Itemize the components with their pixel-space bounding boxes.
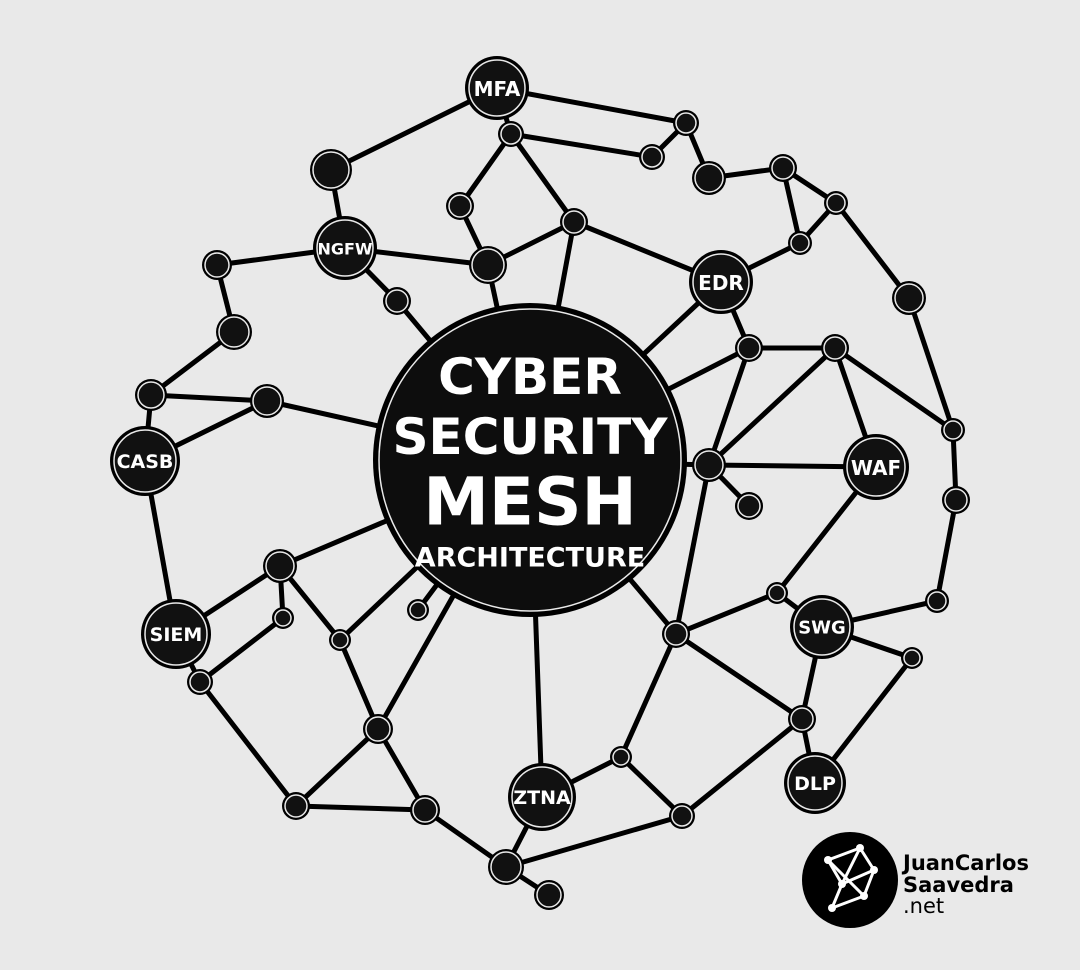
- mesh-edge: [197, 679, 299, 809]
- mesh-node-core: [790, 233, 810, 253]
- node-swg-label: SWG: [798, 618, 846, 639]
- mesh-node-core: [664, 622, 688, 646]
- node-mfa: MFA: [465, 56, 529, 120]
- node-dlp: DLP: [784, 752, 846, 814]
- mesh-node-core: [312, 151, 350, 189]
- mesh-node-core: [894, 283, 924, 313]
- mesh-node-core: [218, 316, 250, 348]
- title-line-security: SECURITY: [393, 408, 669, 466]
- mesh-edge: [503, 813, 685, 870]
- node-swg: SWG: [790, 595, 854, 659]
- mesh-edge: [673, 462, 712, 637]
- mesh-edge: [148, 392, 270, 404]
- mesh-node-core: [694, 163, 724, 193]
- mesh-node-core: [675, 112, 697, 134]
- brand-name-line1: JuanCarlos: [901, 851, 1029, 875]
- title-line-architecture: ARCHITECTURE: [415, 543, 645, 574]
- mesh-edge: [375, 726, 428, 813]
- mesh-node-core: [500, 123, 522, 145]
- mesh-node-core: [694, 450, 724, 480]
- mesh-edge: [508, 131, 655, 160]
- mesh-node-core: [823, 336, 847, 360]
- mesh-edge: [337, 637, 381, 732]
- mesh-node-core: [189, 671, 211, 693]
- mesh-node-core: [771, 156, 795, 180]
- brand-logo: JuanCarlos Saavedra .net: [802, 832, 1029, 928]
- mesh-edge: [706, 345, 752, 468]
- node-siem: SIEM: [141, 599, 211, 669]
- node-waf-label: WAF: [851, 456, 901, 480]
- mesh-edge: [706, 345, 838, 468]
- mesh-node-core: [612, 748, 630, 766]
- node-casb: CASB: [110, 426, 180, 496]
- mesh-node-core: [536, 882, 562, 908]
- mesh-node-core: [490, 851, 522, 883]
- mesh-node-core: [331, 631, 349, 649]
- title-line-cyber: CYBER: [438, 348, 622, 406]
- mesh-edge: [494, 85, 689, 126]
- mesh-node-core: [826, 193, 846, 213]
- node-casb-label: CASB: [117, 451, 174, 473]
- center-hub: CYBER SECURITY MESH ARCHITECTURE: [373, 303, 687, 617]
- node-siem-label: SIEM: [150, 624, 203, 646]
- mesh-node-core: [943, 420, 963, 440]
- mesh-node-core: [944, 488, 968, 512]
- brand-name-line3: .net: [903, 894, 944, 918]
- node-edr: EDR: [689, 250, 753, 314]
- mesh-edge: [906, 295, 956, 433]
- title-line-mesh: MESH: [423, 464, 637, 541]
- node-mfa-label: MFA: [474, 77, 521, 101]
- mesh-edge: [293, 803, 428, 813]
- mesh-edge: [197, 615, 286, 685]
- mesh-edge: [832, 345, 956, 433]
- mesh-node-core: [252, 386, 282, 416]
- mesh-edge: [833, 200, 912, 301]
- mesh-edge: [934, 497, 959, 604]
- mesh-node-core: [671, 805, 693, 827]
- mesh-node-core: [284, 794, 308, 818]
- mesh-node-core: [768, 584, 786, 602]
- mesh-node-core: [903, 649, 921, 667]
- node-edr-label: EDR: [698, 271, 744, 295]
- node-ztna-label: ZTNA: [513, 787, 571, 809]
- mesh-node-core: [274, 609, 292, 627]
- mesh-node-core: [448, 194, 472, 218]
- node-ngfw-label: NGFW: [317, 240, 372, 259]
- mesh-node-core: [265, 551, 295, 581]
- mesh-node-core: [385, 289, 409, 313]
- mesh-edge: [618, 754, 685, 819]
- node-ztna: ZTNA: [508, 763, 576, 831]
- mesh-node-core: [365, 716, 391, 742]
- mesh-small-nodes: [135, 110, 970, 910]
- mesh-edge: [457, 131, 514, 209]
- mesh-edge: [673, 590, 780, 637]
- mesh-node-core: [927, 591, 947, 611]
- mesh-edge: [679, 716, 805, 819]
- mesh-node-core: [409, 601, 427, 619]
- mesh-node-core: [471, 248, 505, 282]
- mesh-edge: [618, 631, 679, 760]
- node-ngfw: NGFW: [313, 216, 377, 280]
- mesh-node-core: [562, 210, 586, 234]
- mesh-edge: [673, 631, 805, 722]
- mesh-node-core: [790, 707, 814, 731]
- mesh-edge: [293, 726, 381, 809]
- node-dlp-label: DLP: [794, 773, 836, 795]
- brand-name-line2: Saavedra: [903, 873, 1014, 897]
- mesh-node-core: [412, 797, 438, 823]
- mesh-node-core: [641, 146, 663, 168]
- mesh-edge: [508, 131, 577, 225]
- mesh-node-core: [737, 336, 761, 360]
- node-waf: WAF: [843, 434, 909, 500]
- mesh-node-core: [204, 252, 230, 278]
- mesh-node-core: [737, 494, 761, 518]
- mesh-node-core: [137, 381, 165, 409]
